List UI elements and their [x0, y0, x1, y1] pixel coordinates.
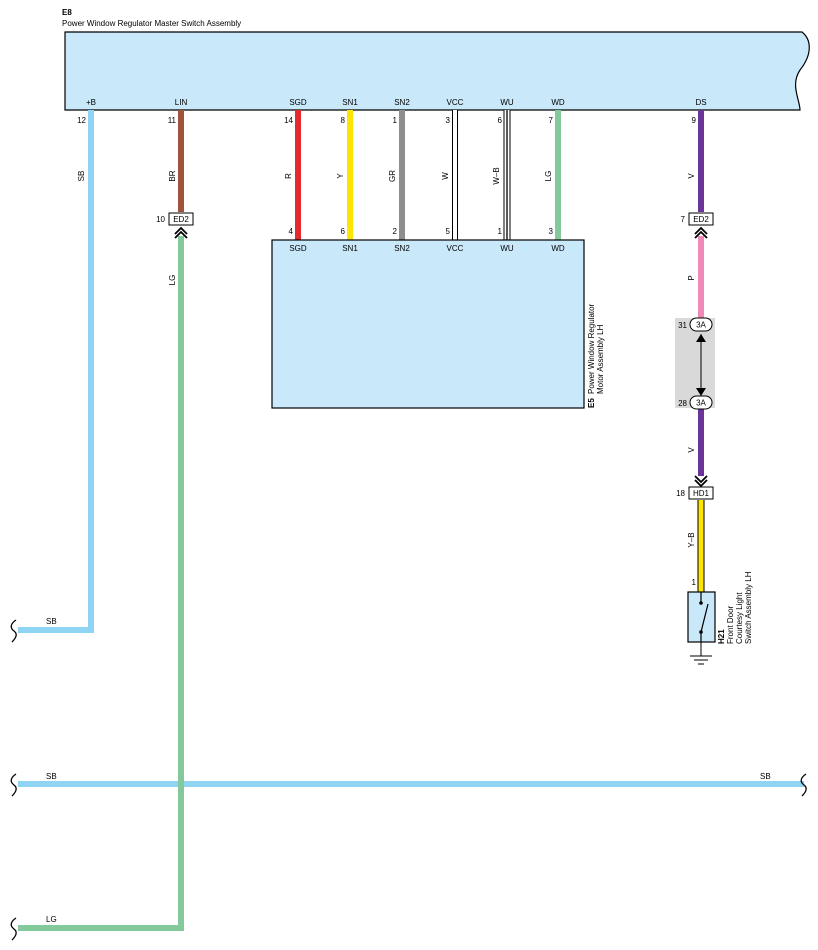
switch-name-line1: Front Door [726, 605, 735, 644]
motor-pin-label: WU [500, 244, 514, 253]
master-pin-label: WD [551, 98, 565, 107]
junction-3a-top-num: 31 [678, 321, 687, 330]
break-label-lg-bottom: LG [46, 915, 57, 924]
chevron-up-icon [694, 226, 708, 235]
master-pin-num: 8 [341, 116, 346, 125]
break-symbol [800, 773, 807, 797]
switch-name-line2: Courtesy Light [735, 592, 744, 644]
master-box [64, 31, 810, 111]
motor-code: E5 [587, 398, 596, 408]
connector-ed2-right: ED2 7 [681, 212, 714, 239]
motor-pin-num: 1 [498, 227, 503, 236]
connector-ed2-right-num: 7 [681, 215, 686, 224]
master-pin-label: SN1 [342, 98, 358, 107]
master-switch-assembly: E8 Power Window Regulator Master Switch … [62, 8, 810, 111]
motor-pin-label: SN2 [394, 244, 410, 253]
switch-name-line3: Switch Assembly LH [744, 571, 753, 644]
wire-label-v: V [687, 173, 696, 179]
connector-ed2-left: ED2 10 [156, 212, 194, 239]
junction-3a: 3A 31 3A 28 [675, 317, 715, 410]
junction-3a-top-label: 3A [696, 321, 706, 330]
wire-label-yb: Y–B [687, 532, 696, 547]
arrow-up-icon [696, 334, 706, 342]
motor-name-line1: Power Window Regulator [587, 303, 596, 394]
break-label-sb-lower-left: SB [46, 772, 57, 781]
motor-pin-num: 2 [393, 227, 398, 236]
wire-label-wb: W–B [492, 167, 501, 184]
master-pin-label: WU [500, 98, 514, 107]
motor-pin-num: 5 [446, 227, 451, 236]
master-pin-label: LIN [175, 98, 188, 107]
connector-hd1: HD1 18 [676, 475, 714, 500]
wire-label-y: Y [336, 173, 345, 179]
motor-pin-num: 3 [549, 227, 554, 236]
break-symbol [10, 917, 17, 941]
connector-hd1-label: HD1 [693, 489, 710, 498]
connector-ed2-left-num: 10 [156, 215, 165, 224]
arrow-down-icon [696, 388, 706, 396]
connector-ed2-left-label: ED2 [173, 215, 189, 224]
break-label-sb-upper: SB [46, 617, 57, 626]
master-pin-num: 3 [446, 116, 451, 125]
switch-code: H21 [717, 629, 726, 644]
wire-label-v-lower: V [687, 447, 696, 453]
master-code: E8 [62, 8, 72, 17]
master-pin-label: DS [695, 98, 706, 107]
master-pin-num: 1 [393, 116, 398, 125]
switch-pin-num: 1 [692, 578, 697, 587]
master-pin-num: 14 [284, 116, 293, 125]
wire-sb-plus-b [18, 110, 94, 633]
courtesy-light-switch: 1 H21 Front Door Courtesy Light Switch A… [687, 571, 753, 665]
junction-3a-bot-num: 28 [678, 399, 687, 408]
ground-icon [690, 642, 712, 665]
wire-label-r: R [284, 173, 293, 179]
motor-pin-num: 4 [289, 227, 294, 236]
break-symbol [10, 619, 17, 643]
connector-ed2-right-label: ED2 [693, 215, 709, 224]
master-pin-label: VCC [447, 98, 464, 107]
master-pin-num: 9 [692, 116, 697, 125]
master-pin-num: 6 [498, 116, 503, 125]
chevron-down-icon [694, 475, 708, 484]
chevron-up-icon [174, 226, 188, 235]
motor-pin-num: 6 [341, 227, 346, 236]
wire-label-p: P [687, 275, 696, 280]
motor-assembly: 4 6 2 5 1 3 SGD SN1 SN2 VCC WU WD E5 Pow… [271, 227, 605, 409]
wire-label-br: BR [168, 170, 177, 181]
wire-label-lg: LG [168, 275, 177, 286]
junction-3a-bot-label: 3A [696, 399, 706, 408]
wire-label-w: W [441, 172, 450, 180]
master-pin-label: SGD [289, 98, 307, 107]
break-label-sb-lower-right: SB [760, 772, 771, 781]
wire-label-sb: SB [77, 171, 86, 182]
motor-pin-label: VCC [447, 244, 464, 253]
motor-name-line2: Motor Assembly LH [596, 324, 605, 394]
wire-label-lg-wd: LG [544, 171, 553, 182]
wire-lg-lin [18, 236, 184, 931]
master-pin-num: 12 [77, 116, 86, 125]
motor-box [271, 239, 585, 409]
motor-pin-label: WD [551, 244, 565, 253]
master-pin-label: +B [86, 98, 96, 107]
wire-label-gr: GR [388, 170, 397, 182]
master-name: Power Window Regulator Master Switch Ass… [62, 19, 241, 28]
motor-pin-label: SGD [289, 244, 307, 253]
connector-hd1-num: 18 [676, 489, 685, 498]
master-pin-num: 11 [168, 116, 177, 125]
master-pin-num: 7 [549, 116, 554, 125]
break-symbol [10, 773, 17, 797]
motor-pin-label: SN1 [342, 244, 358, 253]
master-pin-label: SN2 [394, 98, 410, 107]
